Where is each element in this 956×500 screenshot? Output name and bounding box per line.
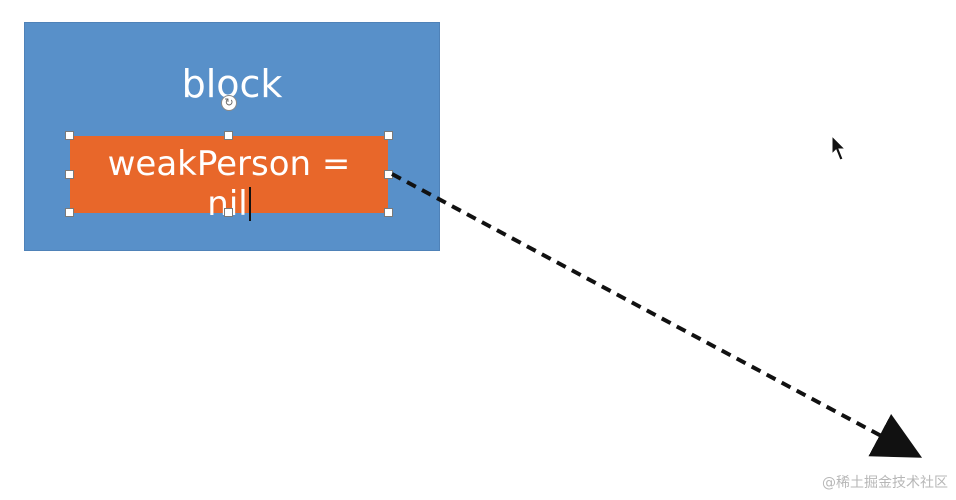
text-caret bbox=[248, 187, 251, 221]
mouse-pointer-icon bbox=[831, 134, 847, 161]
resize-handle-bottom-left[interactable] bbox=[65, 208, 74, 217]
weak-person-line1: weakPerson = bbox=[107, 144, 351, 184]
resize-handle-bottom-center[interactable] bbox=[224, 208, 233, 217]
weak-person-text[interactable]: weakPerson = nil bbox=[70, 144, 388, 224]
resize-handle-top-right[interactable] bbox=[384, 131, 393, 140]
weak-person-line2: nil bbox=[207, 184, 248, 224]
resize-handle-top-left[interactable] bbox=[65, 131, 74, 140]
resize-handle-top-center[interactable] bbox=[224, 131, 233, 140]
dashed-arrow-line[interactable] bbox=[391, 172, 923, 458]
resize-handle-bottom-right[interactable] bbox=[384, 208, 393, 217]
resize-handle-middle-left[interactable] bbox=[65, 170, 74, 179]
rotate-icon[interactable]: ↻ bbox=[221, 95, 237, 111]
resize-handle-middle-right[interactable] bbox=[384, 170, 393, 179]
weak-person-textbox[interactable]: weakPerson = nil bbox=[70, 136, 388, 224]
watermark: @稀土掘金技术社区 bbox=[822, 475, 948, 491]
block-shape[interactable]: block ↻ weakPerson = nil bbox=[24, 22, 440, 251]
